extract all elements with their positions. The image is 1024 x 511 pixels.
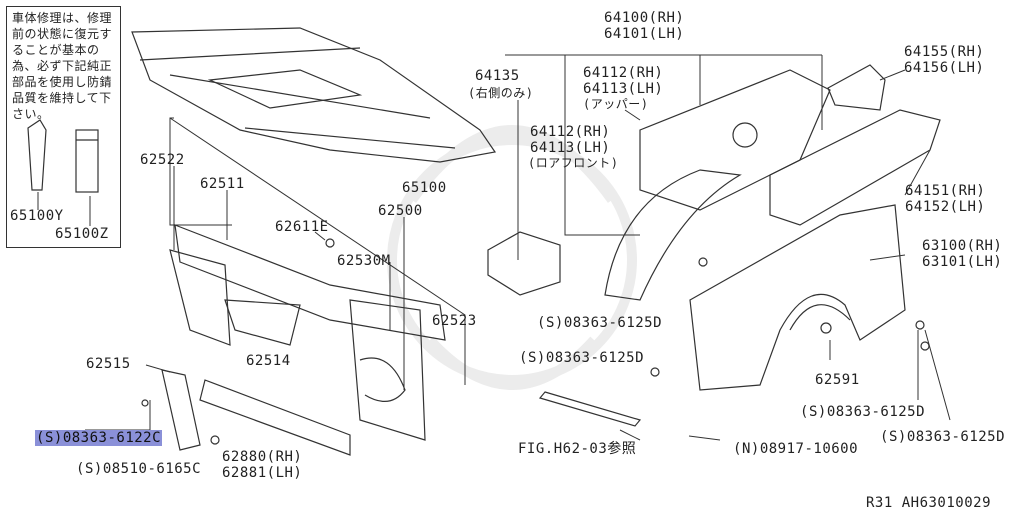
- lower-support-part: [161, 369, 351, 456]
- part-label-62511: 62511: [200, 176, 245, 192]
- part-label-65100: 65100: [402, 180, 447, 196]
- part-label-62881: 62881(LH): [222, 465, 303, 481]
- part-label-64101: 64101(LH): [604, 26, 685, 42]
- part-label-62515: 62515: [86, 356, 131, 372]
- part-label-64152: 64152(LH): [905, 199, 986, 215]
- part-label-64100: 64100(RH): [604, 10, 685, 26]
- fastener-label-08363-6125D-a: (S)08363-6125D: [537, 315, 663, 331]
- fastener-label-08363-6125D-d: (S)08363-6125D: [880, 429, 1006, 445]
- s-prefix: S: [44, 430, 54, 446]
- part-label-64112-lower: 64112(RH): [530, 124, 611, 140]
- part-label-64151: 64151(RH): [905, 183, 986, 199]
- radiator-core-support-part: [169, 224, 446, 441]
- s-prefix: S: [888, 429, 898, 445]
- part-label-62591: 62591: [815, 372, 860, 388]
- s-prefix: S: [84, 461, 94, 477]
- part-label-64112-upper: 64112(RH): [583, 65, 664, 81]
- part-label-64135: 64135: [475, 68, 520, 84]
- brace-part: [538, 391, 642, 427]
- part-label-62530M: 62530M: [337, 253, 391, 269]
- spray-can-icon: [75, 129, 99, 193]
- fastener-label-08363-6125D-c: (S)08363-6125D: [800, 404, 926, 420]
- part-label-64113-upper: 64113(LH): [583, 81, 664, 97]
- part-label-62611E: 62611E: [275, 219, 329, 235]
- tube-icon: [27, 119, 47, 191]
- part-label-63100: 63100(RH): [922, 238, 1003, 254]
- fastener-label-08363-6122C-highlighted: (S)08363-6122C: [35, 430, 163, 446]
- part-label-64113-lower: 64113(LH): [530, 140, 611, 156]
- fig-reference-label: FIG.H62-03参照: [518, 441, 637, 457]
- part-label-62523: 62523: [432, 313, 477, 329]
- part-label-62514: 62514: [246, 353, 291, 369]
- part-label-62522: 62522: [140, 152, 185, 168]
- part-label-63101: 63101(LH): [922, 254, 1003, 270]
- part-note-upper: (アッパー): [583, 97, 649, 111]
- s-prefix: S: [545, 315, 555, 331]
- part-label-62500: 62500: [378, 203, 423, 219]
- footer-code: R31 AH63010029: [866, 495, 992, 511]
- part-label-65100Z: 65100Z: [55, 226, 109, 242]
- leader-lines: [37, 54, 951, 441]
- part-label-64155: 64155(RH): [904, 44, 985, 60]
- part-label-65100Y: 65100Y: [10, 208, 64, 224]
- fastener-label-08510-6165C: (S)08510-6165C: [76, 461, 202, 477]
- hood-part: [131, 27, 497, 163]
- s-prefix: S: [527, 350, 537, 366]
- part-note-lower-front: (ロアフロント): [528, 156, 619, 170]
- watermark-emblem: [387, 125, 637, 390]
- fastener-label-08363-6125D-b: (S)08363-6125D: [519, 350, 645, 366]
- s-prefix: S: [808, 404, 818, 420]
- repair-note-box: 車体修理は、修理前の状態に復元することが基本の為、必ず下記純正部品を使用し防錆品…: [6, 6, 121, 248]
- part-label-64156: 64156(LH): [904, 60, 985, 76]
- fender-part: [689, 204, 906, 391]
- part-note-64135: (右側のみ): [468, 86, 534, 100]
- n-prefix: N: [741, 441, 751, 457]
- repair-note-text: 車体修理は、修理前の状態に復元することが基本の為、必ず下記純正部品を使用し防錆品…: [12, 11, 113, 121]
- part-label-62880: 62880(RH): [222, 449, 303, 465]
- fasteners: [141, 238, 930, 445]
- part-64135: [487, 231, 561, 296]
- fastener-label-08917-10600: (N)08917-10600: [733, 441, 859, 457]
- part-64155: [827, 64, 886, 111]
